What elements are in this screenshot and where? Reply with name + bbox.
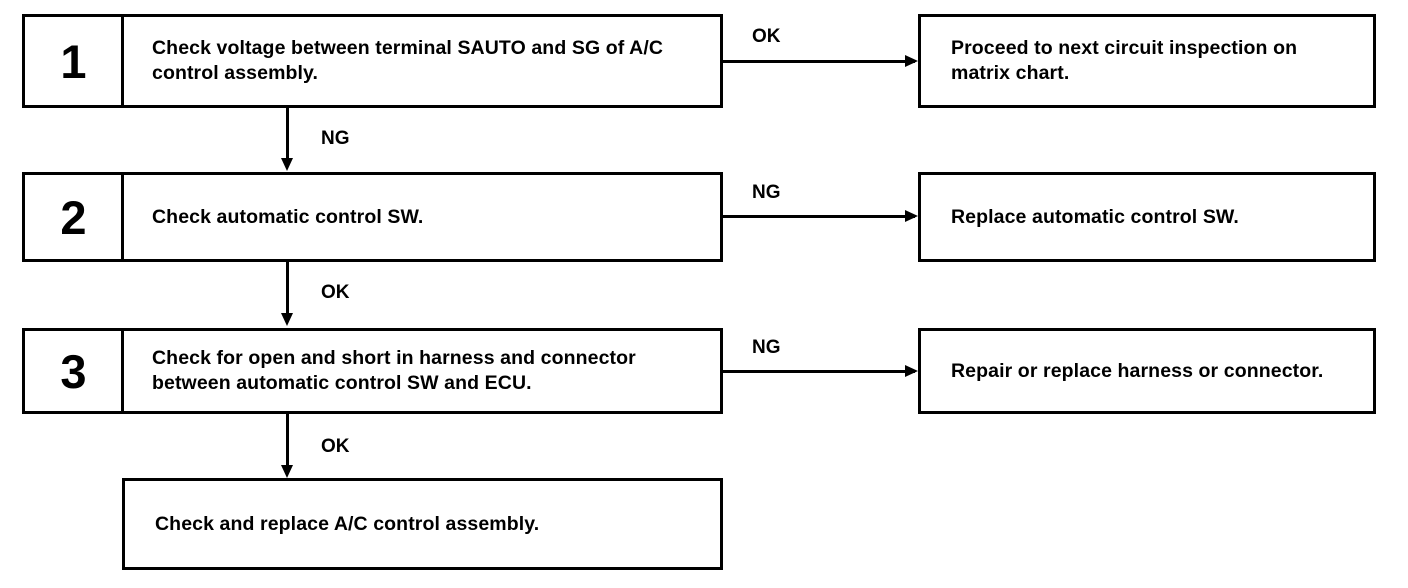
final-description: Check and replace A/C control assembly.: [155, 512, 540, 535]
result-text-container-2: Replace automatic control SW.: [921, 175, 1373, 259]
final-box: Check and replace A/C control assembly.: [122, 478, 723, 570]
edge-label-step3-ng: NG: [752, 337, 781, 358]
arrowhead-step2-to-result2: [905, 210, 918, 222]
edge-label-step2-ng: NG: [752, 182, 781, 203]
step-description-1: Check voltage between terminal SAUTO and…: [152, 37, 664, 84]
connector-step2-to-step3: [286, 262, 289, 315]
step-box-2: 2 Check automatic control SW.: [22, 172, 723, 262]
connector-step1-to-result1: [723, 60, 915, 63]
step-text-container-2: Check automatic control SW.: [124, 175, 720, 259]
connector-step1-to-step2: [286, 108, 289, 160]
step-number-2: 2: [25, 175, 124, 259]
result-description-2: Replace automatic control SW.: [951, 205, 1239, 228]
result-description-1: Proceed to next circuit inspection on ma…: [951, 37, 1298, 84]
arrowhead-step1-to-result1: [905, 55, 918, 67]
step-description-3: Check for open and short in harness and …: [152, 347, 636, 394]
edge-label-step2-ok: OK: [321, 282, 350, 303]
step-box-1: 1 Check voltage between terminal SAUTO a…: [22, 14, 723, 108]
edge-label-step1-ng: NG: [321, 128, 350, 149]
result-box-3: Repair or replace harness or connector.: [918, 328, 1376, 414]
step-text-container-1: Check voltage between terminal SAUTO and…: [124, 17, 720, 105]
arrowhead-step3-to-result3: [905, 365, 918, 377]
result-description-3: Repair or replace harness or connector.: [951, 359, 1324, 382]
edge-label-step3-ok: OK: [321, 436, 350, 457]
arrowhead-step1-to-step2: [281, 158, 293, 171]
final-text-container: Check and replace A/C control assembly.: [125, 481, 720, 567]
edge-label-step1-ok: OK: [752, 26, 781, 47]
step-box-3: 3 Check for open and short in harness an…: [22, 328, 723, 414]
step-number-3: 3: [25, 331, 124, 411]
connector-step3-to-final: [286, 414, 289, 467]
arrowhead-step3-to-final: [281, 465, 293, 478]
step-description-2: Check automatic control SW.: [152, 205, 424, 228]
connector-step3-to-result3: [723, 370, 915, 373]
step-number-1: 1: [25, 17, 124, 105]
result-text-container-3: Repair or replace harness or connector.: [921, 331, 1373, 411]
step-text-container-3: Check for open and short in harness and …: [124, 331, 720, 411]
result-text-container-1: Proceed to next circuit inspection on ma…: [921, 17, 1373, 105]
result-box-1: Proceed to next circuit inspection on ma…: [918, 14, 1376, 108]
connector-step2-to-result2: [723, 215, 915, 218]
arrowhead-step2-to-step3: [281, 313, 293, 326]
result-box-2: Replace automatic control SW.: [918, 172, 1376, 262]
